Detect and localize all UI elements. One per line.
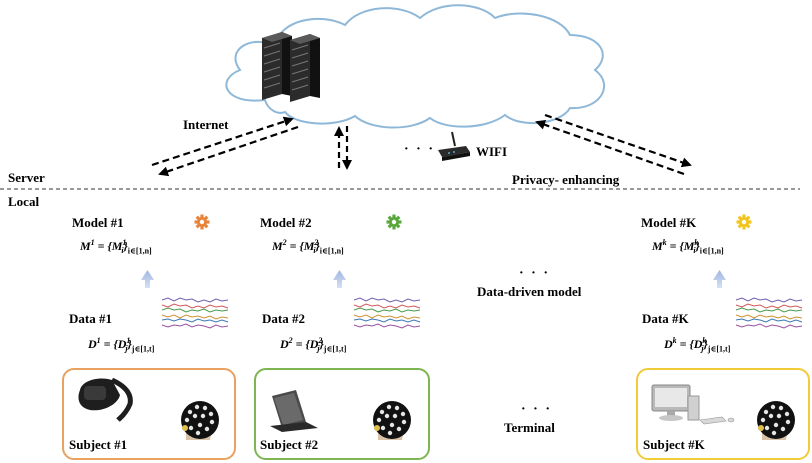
- eeg-signal-k: [735, 297, 803, 329]
- data-driven-model-label: Data-driven model: [477, 284, 582, 299]
- data-formula-2: D2 = {D2j}j∈[1,t]: [280, 336, 347, 354]
- eeg-cap-head-icon-k: [757, 401, 795, 440]
- eeg-cap-head-icon-1: [181, 401, 219, 440]
- gear-icon-2: [386, 214, 402, 230]
- model-formula-2: M2 = {M2i}i∈[1,n]: [272, 238, 344, 256]
- desktop-computer-icon: [651, 384, 735, 425]
- data-label-k: Data #K: [642, 311, 689, 326]
- internet-label: Internet: [183, 117, 229, 132]
- vr-headset-icon: [78, 377, 133, 422]
- data-label-2: Data #2: [262, 311, 305, 326]
- terminal-ellipsis: · · ·: [521, 402, 553, 417]
- up-arrows: [141, 270, 726, 288]
- router-icon: [438, 131, 470, 161]
- server-label: Server: [8, 170, 45, 185]
- subject-box-k: [636, 368, 810, 460]
- eeg-signal-2: [353, 297, 421, 329]
- internet-arrows: [151, 116, 299, 177]
- model-ellipsis: · · ·: [519, 266, 551, 281]
- eeg-signal-1: [161, 297, 229, 329]
- model-label-2: Model #2: [260, 215, 312, 230]
- terminal-label: Terminal: [504, 420, 555, 435]
- model-label-1: Model #1: [72, 215, 124, 230]
- subject-label-k: Subject #K: [643, 437, 705, 452]
- eeg-cap-head-icon-2: [373, 401, 411, 440]
- data-formula-1: D1 = {D1j}j∈[1,t]: [88, 336, 155, 354]
- privacy-enhancing-label: Privacy- enhancing: [512, 172, 620, 187]
- model-formula-k: Mk = {Mki}i∈[1,n]: [652, 238, 724, 256]
- wifi-label: WIFI: [476, 144, 508, 159]
- gear-icon-1: [194, 214, 210, 230]
- subject-label-1: Subject #1: [69, 437, 128, 452]
- privacy-arrows: [535, 113, 692, 176]
- data-formula-k: Dk = {Dkj}j∈[1,t]: [664, 336, 731, 354]
- model-label-k: Model #K: [641, 215, 697, 230]
- local-label: Local: [8, 194, 40, 209]
- subject-box-1: [62, 368, 236, 460]
- subject-label-2: Subject #2: [260, 437, 319, 452]
- gear-icon-k: [736, 214, 752, 230]
- tablet-icon: [270, 390, 318, 432]
- center-arrows: [334, 126, 352, 170]
- subject-box-2: [254, 368, 430, 460]
- server-icon: [262, 32, 320, 102]
- wifi-ellipsis: · · ·: [404, 142, 436, 157]
- model-formula-1: M1 = {M1i}i∈[1,n]: [80, 238, 152, 256]
- data-label-1: Data #1: [69, 311, 112, 326]
